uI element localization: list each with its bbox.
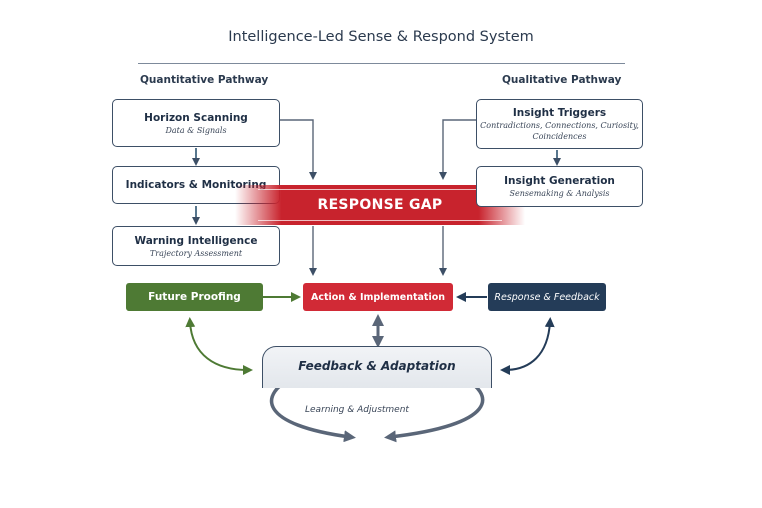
future-proofing-box: Future Proofing	[126, 283, 263, 311]
warning-intelligence-box: Warning Intelligence Trajectory Assessme…	[112, 226, 280, 266]
learning-adjustment-label: Learning & Adjustment	[305, 405, 409, 415]
connector-triggers-to-gap	[439, 119, 476, 180]
warning-intelligence-sub: Trajectory Assessment	[149, 248, 243, 258]
action-implementation-label: Action & Implementation	[310, 291, 446, 303]
horizon-scanning-heading: Horizon Scanning	[144, 111, 248, 124]
future-proofing-label: Future Proofing	[148, 291, 241, 303]
response-feedback-label: Response & Feedback	[494, 291, 600, 303]
feedback-adaptation-label: Feedback & Adaptation	[298, 359, 456, 373]
insight-triggers-sub2: Coincidences	[532, 132, 587, 141]
insight-triggers-heading: Insight Triggers	[512, 107, 607, 119]
arrow-response-feedback-curve	[500, 317, 555, 375]
insight-triggers-sub: Contradictions, Connections, Curiosity,	[480, 121, 639, 130]
response-feedback-box: Response & Feedback	[488, 283, 606, 311]
insight-triggers-box: Insight Triggers Contradictions, Connect…	[476, 99, 643, 149]
connector-horizon-to-gap	[280, 119, 317, 180]
feedback-adaptation-box: Feedback & Adaptation	[262, 346, 492, 388]
quantitative-pathway-label: Quantitative Pathway	[140, 74, 269, 86]
arrow-future-feedback	[185, 317, 253, 375]
title-divider	[138, 63, 625, 64]
insight-generation-heading: Insight Generation	[504, 175, 615, 187]
insight-generation-sub: Sensemaking & Analysis	[509, 189, 610, 198]
response-gap-label: RESPONSE GAP	[317, 197, 443, 213]
warning-intelligence-heading: Warning Intelligence	[134, 234, 258, 247]
indicators-monitoring-heading: Indicators & Monitoring	[125, 179, 267, 191]
qualitative-pathway-label: Qualitative Pathway	[502, 74, 622, 86]
action-implementation-box: Action & Implementation	[303, 283, 453, 311]
insight-generation-box: Insight Generation Sensemaking & Analysi…	[476, 166, 643, 207]
diagram-title: Intelligence-Led Sense & Respond System	[228, 29, 534, 45]
horizon-scanning-sub: Data & Signals	[165, 125, 227, 135]
horizon-scanning-box: Horizon Scanning Data & Signals	[112, 99, 280, 147]
